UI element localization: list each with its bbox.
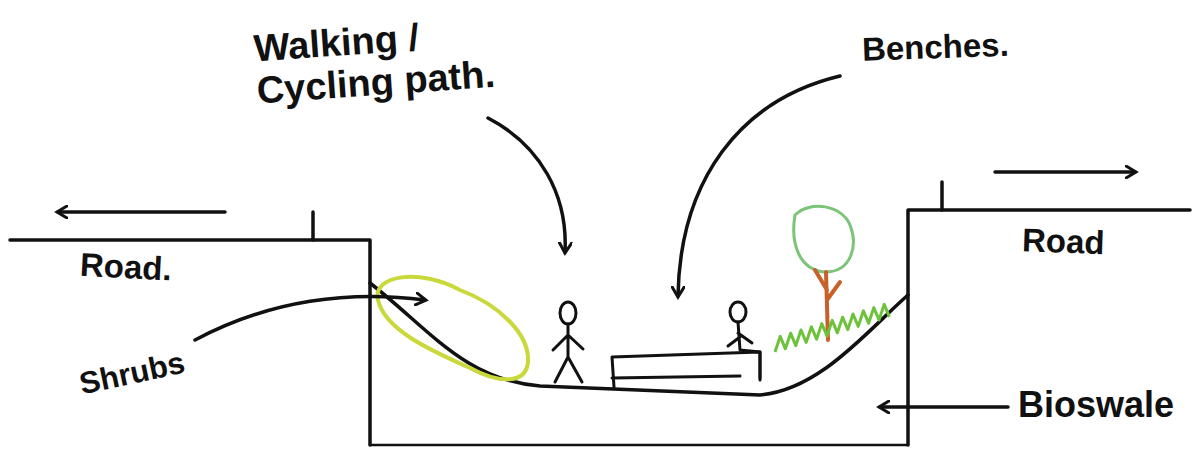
leader-line [880,405,1008,409]
kerb-tick [311,212,315,240]
road-label: Road. [79,247,281,294]
leader-line [488,118,565,252]
seated-person [728,302,760,378]
shrub [377,277,528,380]
left-road-edge [10,240,370,445]
leader-line [195,296,425,340]
bench [612,352,760,387]
walking-person [553,302,583,382]
bench-label: Benches. [861,24,1082,68]
kerb-tick [940,182,944,210]
road-label: Road [1021,222,1182,264]
section-base [370,444,908,447]
grass [775,304,889,352]
direction-arrow [995,170,1135,174]
path-label: Walking / Cycling path. [252,8,557,112]
bioswale-label: Bioswale [1018,385,1193,425]
leader-line [678,76,840,296]
direction-arrow [58,210,225,214]
shrub-label: Shrubs [76,333,249,402]
